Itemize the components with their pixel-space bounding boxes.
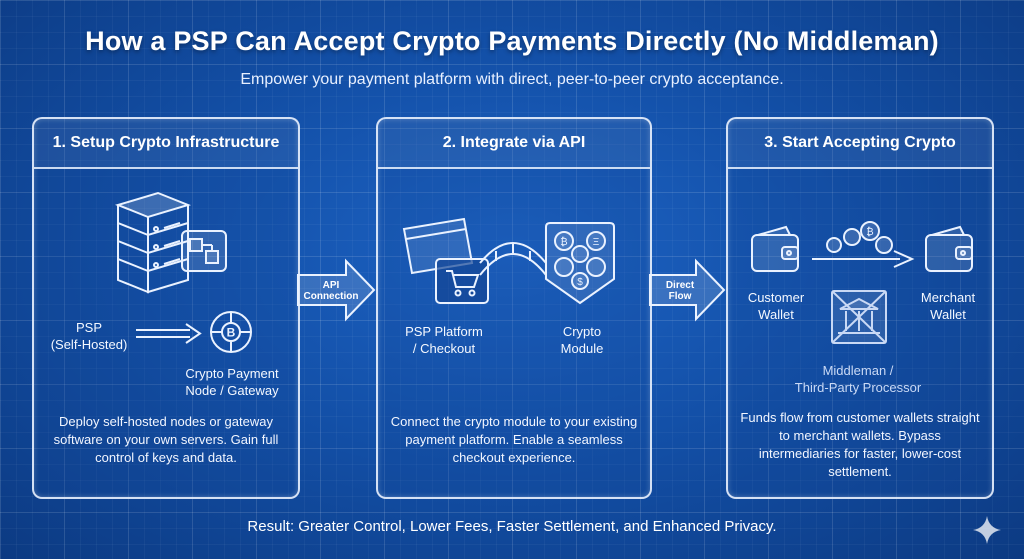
crypto-payment-node-label: Crypto Payment Node / Gateway (185, 366, 279, 398)
svg-text:B: B (227, 326, 236, 340)
wallet-icon (925, 225, 973, 272)
customer-wallet-label: Customer Wallet (747, 290, 805, 322)
api-connection-arrow (297, 258, 376, 322)
arrow-right-icon (136, 323, 202, 344)
psp-platform-label: PSP Platform / Checkout (405, 324, 483, 356)
svg-text:Ξ: Ξ (593, 237, 600, 248)
bitcoin-node-icon: B (210, 311, 252, 353)
crypto-coins-icon: ₿ Ξ $ (545, 222, 615, 305)
shopping-cart-icon (435, 258, 489, 304)
panel-heading: 1. Setup Crypto Infrastructure (34, 119, 298, 169)
page-title: How a PSP Can Accept Crypto Payments Dir… (85, 26, 939, 56)
svg-text:₿: ₿ (560, 236, 567, 248)
bridge-link-icon (479, 242, 547, 276)
direct-flow-arrow (649, 258, 726, 322)
psp-self-hosted-label: PSP (Self-Hosted) (50, 320, 128, 352)
coin-stack-icon: ₿ (812, 221, 915, 268)
panel-heading: 3. Start Accepting Crypto (728, 119, 992, 169)
crypto-module-label: Crypto Module (560, 324, 604, 356)
result-summary: Result: Greater Control, Lower Fees, Fas… (247, 518, 777, 535)
panel-description: Funds flow from customer wallets straigh… (740, 410, 980, 479)
svg-text:₿: ₿ (866, 226, 873, 238)
panel-description: Connect the crypto module to your existi… (390, 414, 638, 465)
panel-heading: 2. Integrate via API (378, 119, 650, 169)
panel-start-accepting: 3. Start Accepting Crypto ₿ Customer Wal… (726, 117, 994, 499)
panel-integrate-api: 2. Integrate via API ₿ Ξ $ PSP Platform (376, 117, 652, 499)
wallet-icon (751, 225, 799, 272)
server-icon (114, 191, 192, 294)
direct-flow-label: Direct Flow (665, 280, 695, 302)
panel-description: Deploy self-hosted nodes or gateway soft… (53, 414, 279, 465)
sparkle-icon (973, 516, 1001, 544)
panel-setup-infrastructure: 1. Setup Crypto Infrastructure PSP (Self… (32, 117, 300, 499)
middleman-label: Middleman / Third-Party Processor (794, 363, 922, 395)
page-subtitle: Empower your payment platform with direc… (240, 71, 784, 88)
merchant-wallet-label: Merchant Wallet (920, 290, 976, 322)
api-connection-label: API Connection (303, 280, 359, 302)
svg-text:$: $ (577, 277, 583, 288)
blockchain-cube-icon (181, 230, 227, 272)
crossed-bank-icon (831, 290, 887, 344)
